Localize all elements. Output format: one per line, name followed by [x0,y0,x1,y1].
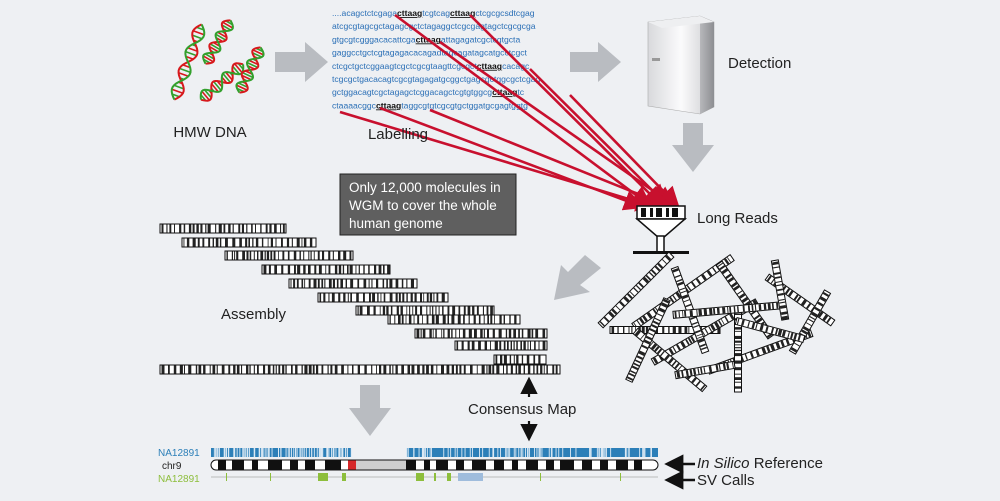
assembly-read [414,328,548,339]
detection-label: Detection [728,55,791,72]
callout-line-2: WGM to cover the whole [349,198,497,213]
sv-calls-track [211,473,658,481]
label-site-arrow [529,68,668,206]
dna-helix [202,19,234,65]
sample-map-track-1 [211,448,658,457]
flow-arrow-1 [275,42,328,82]
sequence-line: ctaaaacggccttaagtaggcgtgtcgcgtgctggatgcg… [332,100,528,110]
long-read-molecule [770,259,790,321]
sequence-line: ctcgctgctcggaagtcgctcgcgtaagttcgcgctctta… [332,61,530,71]
sv-calls-label: SV Calls [697,472,755,489]
flow-arrow-3 [672,123,714,172]
callout-line-1: Only 12,000 molecules in [349,180,501,195]
track-sample-1-label: NA12891 [158,448,200,459]
callout-line-3: human genome [349,216,443,231]
assembly-read [387,314,521,325]
dna-helix [199,62,245,102]
assembly-read [181,237,317,248]
detection-instrument-icon [647,15,715,115]
dna-helix [170,23,206,101]
long-read-molecule [734,316,806,344]
assembly-read [224,250,354,261]
sequence-line: atcgcgtagcgctagagcgctctagaggctcgcgagtagc… [332,21,536,31]
in-silico-italic: In Silico [697,455,750,472]
chromosome-ideogram [210,459,659,471]
label-site-arrow [569,94,680,208]
flow-arrow-5 [349,385,391,436]
consensus-map-bar [159,364,561,375]
label-site-arrow [429,108,673,210]
dna-helices-icon [170,19,265,102]
long-reads-label: Long Reads [697,210,778,227]
sequence-line: ....acagctctcgagacttaagtcgtcagcttaagctcg… [332,8,535,18]
sequence-line: gaggcctgctcgtagagacacagadtagcagatagcatgc… [332,48,528,58]
reference-word: Reference [750,455,823,472]
flow-arrow-4 [554,255,601,300]
labelled-sequence: ....acagctctcgagacttaagtcgtcagcttaagctcg… [332,8,541,110]
assembly-reads [159,223,561,375]
assembly-read [159,223,287,234]
assembly-read [317,292,449,303]
long-read-molecule [597,251,675,329]
label-site-arrow [439,40,677,207]
assembly-read [288,278,418,289]
nanochannel-icon [633,205,689,254]
in-silico-reference-label: In Silico Reference [697,455,823,472]
sequence-line: tcgcgctgacacagtcgcgtagagatgcggctgagcgctg… [332,74,541,84]
long-read-molecule [625,297,671,383]
label-site-arrows [339,13,680,212]
labelling-label: Labelling [368,126,428,143]
label-site-arrow [339,110,657,212]
assembly-read [261,264,391,275]
long-read-molecule [674,360,736,380]
consensus-map-label: Consensus Map [468,401,576,418]
assembly-read [493,354,547,365]
flow-arrow-2 [570,42,621,82]
reference-arrows [664,454,695,490]
hmw-dna-label: HMW DNA [173,124,246,141]
scattered-molecules [597,251,836,393]
genome-tracks [210,448,659,481]
sequence-line: gctggacagtcgctagagctcggacagctcgtgtggcgct… [332,87,525,97]
track-chrom-label: chr9 [162,461,182,472]
assembly-read [355,305,495,316]
assembly-read [454,340,548,351]
label-site-arrow [394,13,653,208]
dna-helix [235,46,265,94]
assembly-label: Assembly [221,306,287,323]
molecule-count-callout: Only 12,000 molecules in WGM to cover th… [339,173,517,236]
track-sample-2-label: NA12891 [158,474,200,485]
